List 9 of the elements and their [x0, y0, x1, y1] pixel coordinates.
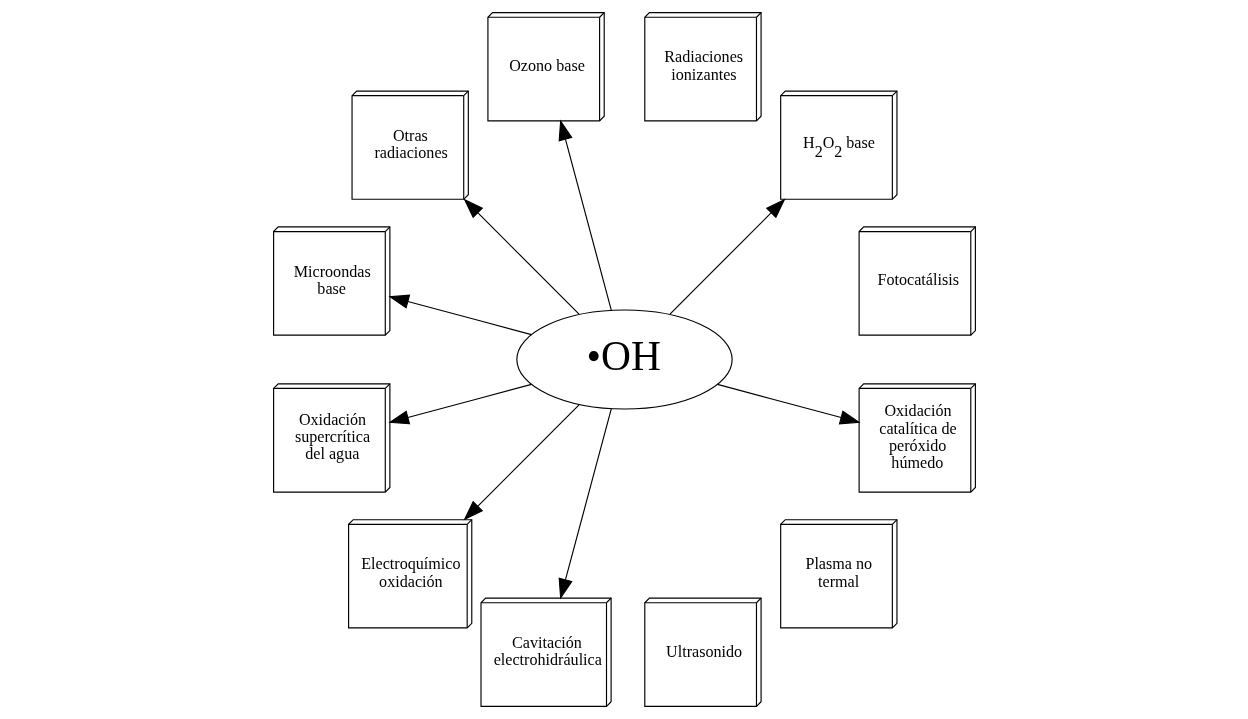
arrow — [558, 408, 612, 600]
arrow — [558, 119, 612, 311]
node-ellipse: •OH — [515, 309, 733, 410]
arrow — [462, 198, 580, 315]
arrow — [716, 383, 861, 425]
arrow — [387, 383, 532, 425]
arrow — [668, 198, 786, 315]
arrow — [387, 294, 532, 336]
arrow — [462, 404, 580, 521]
